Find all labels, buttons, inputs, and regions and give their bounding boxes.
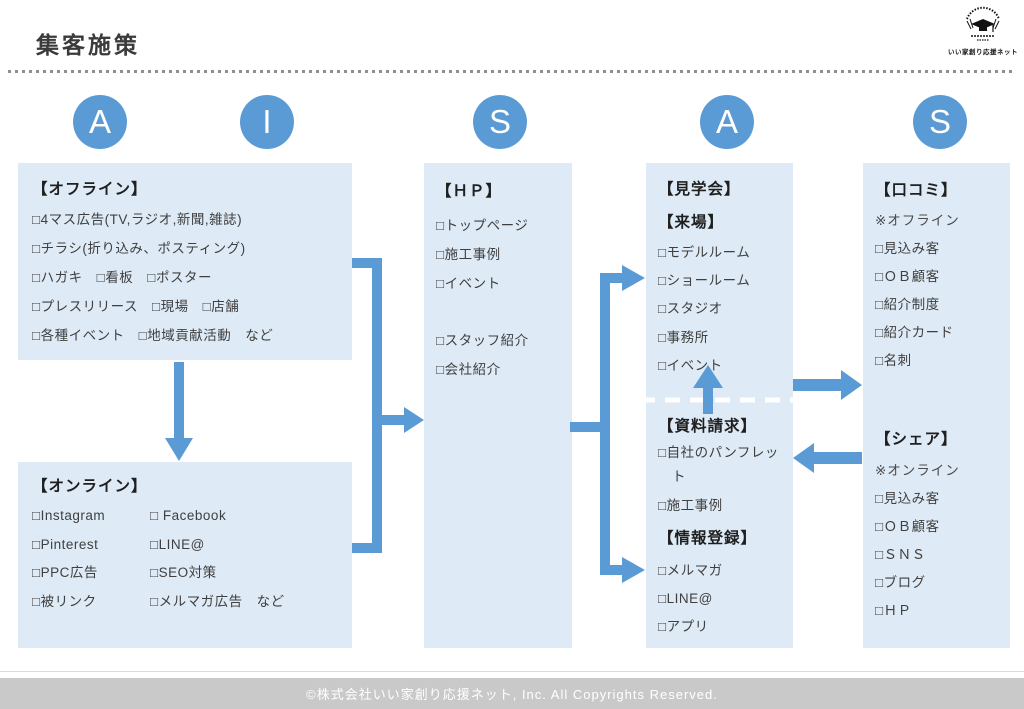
list-item: □ブログ [875,575,926,590]
list-item: □モデルルーム [658,245,751,260]
visit-section: 【見学会】 【来場】 □モデルルーム □ショールーム □スタジオ □事務所 □イ… [658,173,789,380]
visit-title: 【見学会】 [658,181,741,198]
funnel-letter: S [928,103,951,140]
list-item: □プレスリリース □現場 □店舗 [32,299,240,314]
request-section: 【資料請求】 □自社のパンフレット □施工事例 [658,413,789,518]
share-section: 【シェア】 ※オンライン □見込み客 □ＯＢ顧客 □ＳＮＳ □ブログ □ＨＰ [875,423,1006,625]
list-item: □メルマガ広告 など [150,593,285,609]
list-item: □スタッフ紹介 [436,333,529,348]
list-item: □チラシ(折り込み、ポスティング) [32,241,246,256]
hp-box: 【ＨＰ】 □トップページ □施工事例 □イベント □スタッフ紹介 □会社紹介 [424,163,572,648]
action-box: 【見学会】 【来場】 □モデルルーム □ショールーム □スタジオ □事務所 □イ… [646,163,793,648]
list-item: □ＨＰ [875,603,912,618]
list-item: □Instagram [32,508,106,523]
dotted-divider [8,70,1016,73]
visit-subtitle: 【来場】 [658,214,725,231]
register-title: 【情報登録】 [658,530,758,547]
arrow-visit-to-kuchikomi [793,370,862,400]
list-item: □ショールーム [658,273,751,289]
list-item: □見込み客 [875,491,940,506]
funnel-circle-search: S [473,95,527,149]
list-item: □ Facebook [150,508,227,523]
share-title: 【シェア】 [875,431,958,448]
list-item: □施工事例 [658,498,723,513]
kuchikomi-note: ※オフライン [875,213,960,228]
online-title: 【オンライン】 [32,478,148,495]
arrow-offline-to-online [165,362,193,461]
list-item: □事務所 [658,329,709,345]
share-box: 【口コミ】 ※オフライン □見込み客 □ＯＢ顧客 □紹介制度 □紹介カード □名… [863,163,1010,648]
funnel-letter: S [488,103,511,140]
list-item: □紹介制度 [875,297,940,312]
list-item: □SEO対策 [150,565,217,580]
funnel-letter: A [88,103,111,140]
arrow-share-to-request [793,443,862,473]
footer-divider [0,671,1024,672]
list-item: □イベント [658,357,723,373]
list-item: □メルマガ [658,563,723,578]
funnel-circle-attention: A [73,95,127,149]
list-item: □4マス広告(TV,ラジオ,新聞,雑誌) [32,212,243,227]
company-logo: いい家創り応援ネット [946,5,1020,65]
funnel-circle-interest: I [240,95,294,149]
list-item: □ハガキ □看板 □ポスター [32,270,212,285]
page-title: 集客施策 [36,32,140,58]
list-item: □会社紹介 [436,362,501,377]
logo-caption: いい家創り応援ネット [948,49,1018,56]
offline-box: 【オフライン】 □4マス広告(TV,ラジオ,新聞,雑誌) □チラシ(折り込み、ポ… [18,163,352,360]
list-item: □各種イベント □地域貢献活動 など [32,328,274,343]
graduation-cap-emblem-icon [966,6,1000,41]
list-item: □自社のパンフレット [658,445,779,484]
connector-hp-to-action [570,265,645,583]
funnel-circle-share: S [913,95,967,149]
list-item: □スタジオ [658,301,723,317]
list-item: □名刺 [875,353,912,368]
list-item: □アプリ [658,619,709,634]
list-item: □トップページ [436,218,529,233]
list-item: □紹介カード [875,325,954,340]
list-item: □施工事例 [436,247,501,262]
list-item: □Pinterest [32,536,99,552]
hp-title: 【ＨＰ】 [436,183,503,200]
share-note: ※オンライン [875,463,960,478]
funnel-letter: I [262,103,272,140]
footer-bar: ©株式会社いい家創り応援ネット, Inc. All Copyrights Res… [0,678,1024,709]
funnel-circle-action: A [700,95,754,149]
list-item: □見込み客 [875,241,940,256]
list-item: □ＯＢ顧客 [875,269,940,284]
list-item: □LINE@ [658,591,713,606]
offline-title: 【オフライン】 [32,181,148,198]
online-box: 【オンライン】 □Instagram □ Facebook □Pinterest… [18,462,352,648]
list-item: □ＯＢ顧客 [875,519,940,534]
copyright-text: ©株式会社いい家創り応援ネット, Inc. All Copyrights Res… [306,687,718,702]
list-item: □被リンク [32,593,97,609]
list-item: □PPC広告 [32,565,98,580]
list-item: □LINE@ [150,536,205,552]
register-section: 【情報登録】 □メルマガ □LINE@ □アプリ [658,523,789,641]
request-title: 【資料請求】 [658,418,758,435]
list-item: □イベント [436,276,501,291]
list-item: □ＳＮＳ [875,547,926,562]
kuchikomi-section: 【口コミ】 ※オフライン □見込み客 □ＯＢ顧客 □紹介制度 □紹介カード □名… [875,175,1006,375]
connector-offline-online-to-hp [352,258,424,553]
funnel-letter: A [715,103,738,140]
kuchikomi-title: 【口コミ】 [875,182,958,199]
